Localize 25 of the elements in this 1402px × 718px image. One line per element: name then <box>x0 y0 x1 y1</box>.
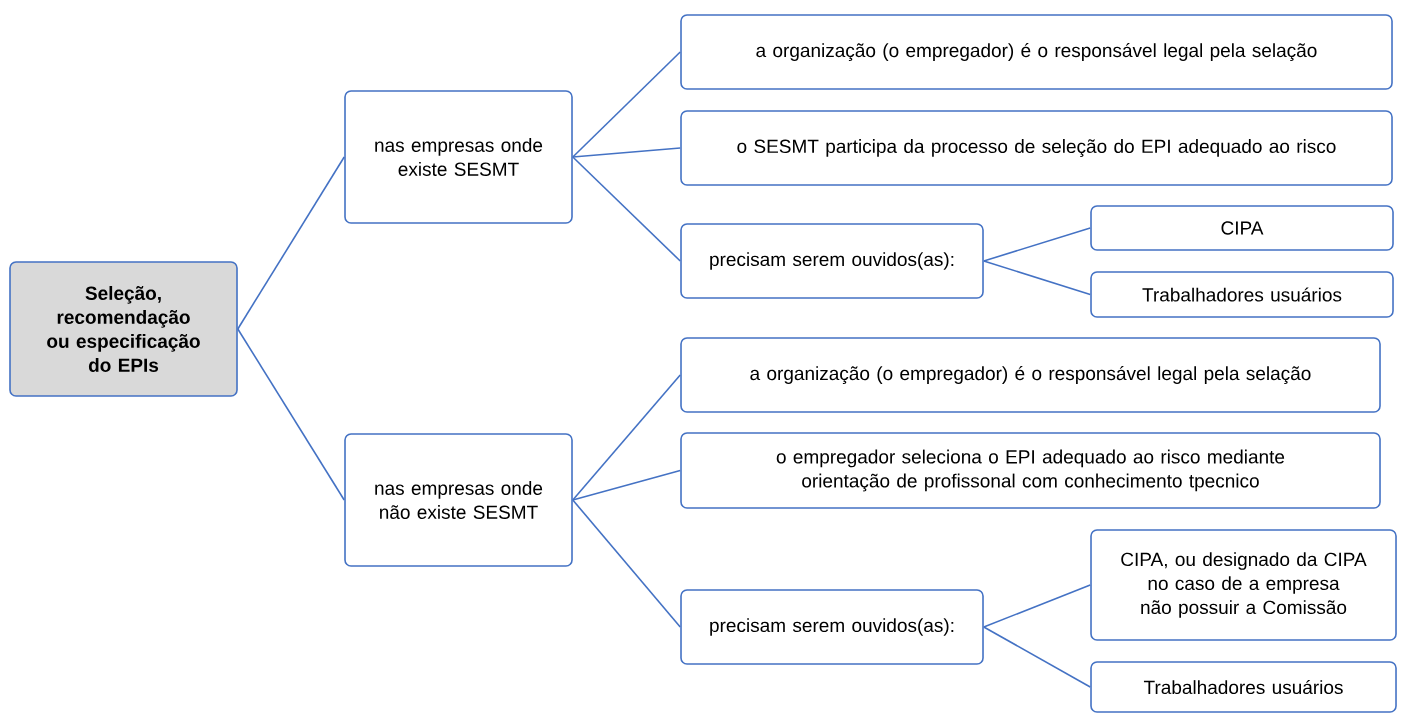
connector-line <box>572 51 681 158</box>
item-box: a organização (o empregador) é o responsável legal pela selação <box>680 337 1381 413</box>
connector-line <box>237 328 345 501</box>
connector-line <box>572 374 681 501</box>
connector-line <box>572 147 681 158</box>
item-box: precisam serem ouvidos(as): <box>680 589 984 665</box>
connector-line <box>983 626 1091 688</box>
item-box: o empregador seleciona o EPI adequado ao risco mediante orientação de profissonal com conhecimento tpecnico <box>680 432 1381 509</box>
connector-line <box>572 156 681 262</box>
item-box: precisam serem ouvidos(as): <box>680 223 984 299</box>
item-box: CIPA <box>1090 205 1394 251</box>
connector-line <box>983 260 1091 296</box>
connector-line <box>983 584 1091 628</box>
branch-box: nas empresas onde não existe SESMT <box>344 433 573 567</box>
connector-line <box>983 227 1091 262</box>
connector-line <box>237 156 345 330</box>
connector-line <box>572 499 681 628</box>
connector-line <box>572 469 681 501</box>
item-box: CIPA, ou designado da CIPA no caso de a empresa não possuir a Comissão <box>1090 529 1397 641</box>
topic-box: Seleção, recomendação ou especificação do EPIs <box>9 261 238 397</box>
item-box: Trabalhadores usuários <box>1090 661 1397 713</box>
item-box: o SESMT participa da processo de seleção do EPI adequado ao risco <box>680 110 1393 186</box>
branch-box: nas empresas onde existe SESMT <box>344 90 573 224</box>
item-box: a organização (o empregador) é o responsável legal pela selação <box>680 14 1393 90</box>
item-box: Trabalhadores usuários <box>1090 271 1394 318</box>
